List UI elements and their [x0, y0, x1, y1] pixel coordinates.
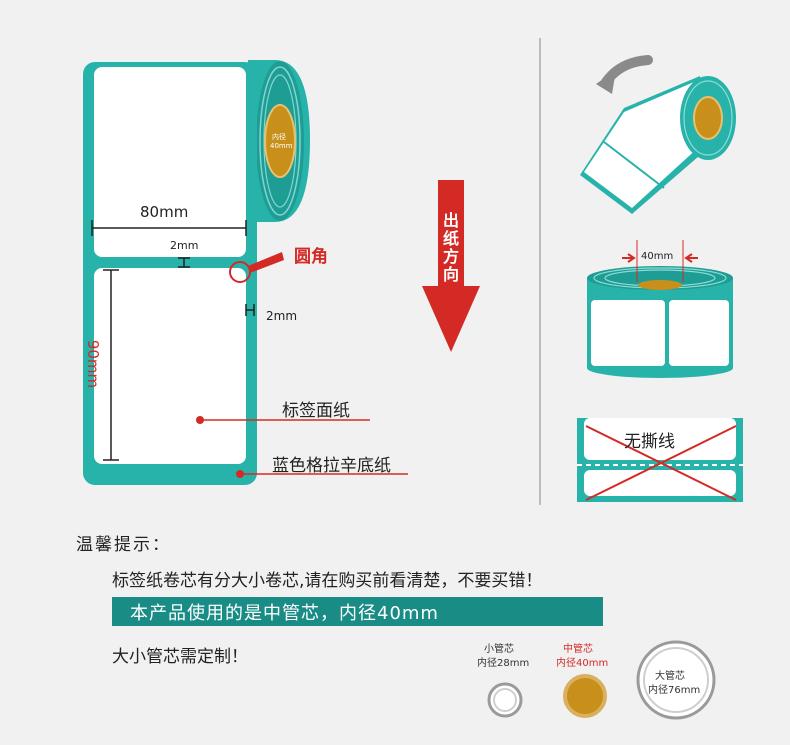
rounded-corner-label: 圆角: [294, 247, 328, 267]
feed-char-2: 纸: [442, 229, 459, 248]
feed-char-3: 方: [442, 247, 459, 266]
gap-label: 2mm: [170, 239, 199, 252]
tips-banner: 本产品使用的是中管芯，内径40mm: [130, 603, 439, 624]
backing-paper-label: 蓝色格拉辛底纸: [272, 456, 391, 476]
face-paper-label: 标签面纸: [282, 401, 350, 421]
side-gap-label: 2mm: [266, 309, 298, 323]
top-label: [94, 67, 246, 257]
core-label-line1: 内径: [272, 133, 286, 141]
feed-direction-arrow: [422, 180, 480, 352]
large-core-name: 大管芯: [655, 671, 685, 682]
unrolled-label: [584, 82, 700, 208]
width-label: 80mm: [140, 203, 189, 221]
small-core-size: 内径28mm: [477, 658, 530, 669]
no-tear-line-label: 无撕线: [624, 432, 675, 452]
medium-core-ring: [563, 674, 607, 718]
roll-core: [264, 104, 296, 178]
tips-title: 温馨提示：: [76, 535, 171, 555]
feed-direction-text: 出 纸 方 向: [441, 212, 461, 284]
height-label: 90mm: [84, 339, 103, 389]
feed-char-1: 出: [442, 211, 459, 230]
medium-core-size: 内径40mm: [556, 658, 609, 669]
tips-line1: 标签纸卷芯有分大小卷芯,请在购买前看清楚，不要买错！: [112, 571, 543, 591]
banner-bg: [112, 597, 603, 626]
feed-char-4: 向: [442, 265, 459, 284]
tips-line3: 大小管芯需定制！: [112, 647, 248, 667]
large-core-size: 内径76mm: [648, 685, 701, 696]
core-label-line2: 40mm: [270, 142, 293, 150]
small-core-name: 小管芯: [484, 644, 514, 655]
medium-core-name: 中管芯: [563, 644, 593, 655]
main-label: [94, 268, 246, 464]
large-core-ring: [636, 640, 716, 720]
roll-core-label: 40mm: [641, 251, 674, 262]
